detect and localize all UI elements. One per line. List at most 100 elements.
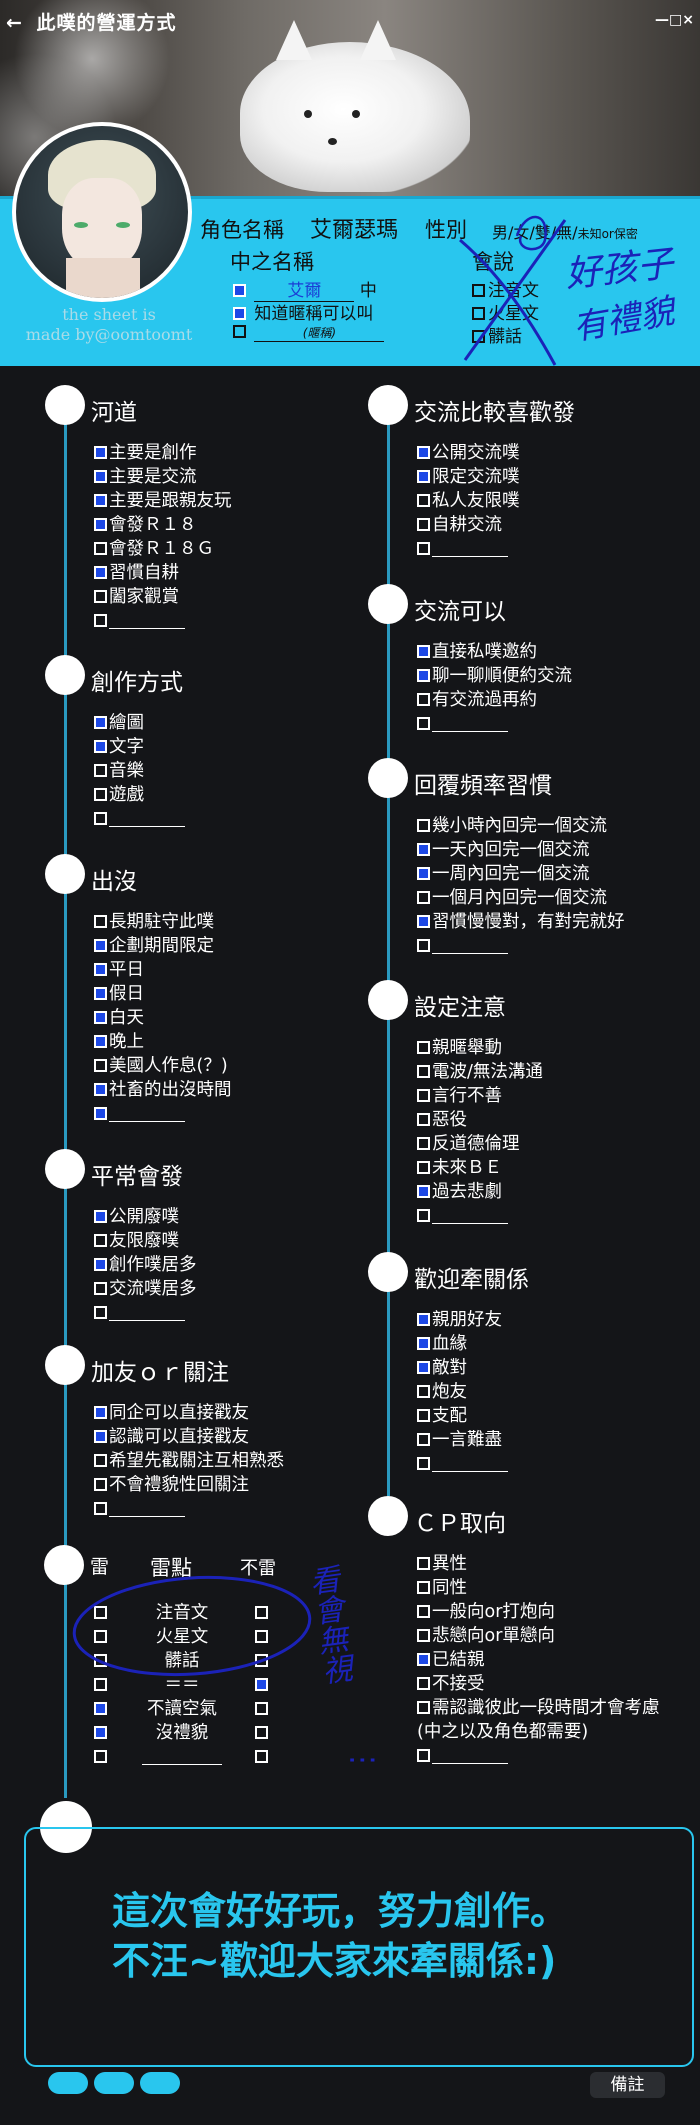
checkbox[interactable] [94, 764, 107, 777]
trigger-not-checkbox[interactable] [255, 1630, 268, 1643]
checkbox[interactable] [417, 867, 430, 880]
checkbox[interactable] [417, 518, 430, 531]
checkbox[interactable] [417, 1433, 430, 1446]
blank-input[interactable] [432, 940, 508, 954]
checkbox[interactable] [417, 470, 430, 483]
checkbox[interactable] [417, 1065, 430, 1078]
trigger-mine-checkbox[interactable] [94, 1630, 107, 1643]
checkbox[interactable] [417, 1209, 430, 1222]
trigger-not-checkbox[interactable] [255, 1702, 268, 1715]
checkbox[interactable] [94, 915, 107, 928]
blank-input[interactable] [109, 1307, 185, 1321]
checkbox[interactable] [94, 1430, 107, 1443]
checkbox[interactable] [94, 566, 107, 579]
checkbox[interactable] [417, 1409, 430, 1422]
checkbox[interactable] [417, 915, 430, 928]
checkbox[interactable] [94, 494, 107, 507]
trigger-not-checkbox[interactable] [255, 1606, 268, 1619]
checkbox[interactable] [417, 1653, 430, 1666]
checkbox[interactable] [417, 939, 430, 952]
trigger-mine-checkbox[interactable] [94, 1678, 107, 1691]
checkbox[interactable] [94, 1454, 107, 1467]
checkbox[interactable] [94, 740, 107, 753]
checkbox[interactable] [94, 1406, 107, 1419]
blank-input[interactable] [109, 1503, 185, 1517]
checkbox[interactable] [417, 717, 430, 730]
checkbox[interactable] [94, 812, 107, 825]
blank-input[interactable] [109, 813, 185, 827]
trigger-not-checkbox[interactable] [255, 1654, 268, 1667]
checkbox[interactable] [417, 1605, 430, 1618]
trigger-blank-input[interactable] [142, 1751, 222, 1765]
checkbox[interactable] [94, 470, 107, 483]
checkbox[interactable] [94, 1478, 107, 1491]
checkbox[interactable] [417, 1113, 430, 1126]
blank-input[interactable] [432, 718, 508, 732]
checkbox[interactable] [417, 1089, 430, 1102]
trigger-mine-checkbox[interactable] [94, 1702, 107, 1715]
checkbox[interactable] [94, 1502, 107, 1515]
checkbox[interactable] [94, 1258, 107, 1271]
trigger-not-checkbox[interactable] [255, 1726, 268, 1739]
checkbox[interactable] [94, 518, 107, 531]
checkbox[interactable] [94, 1107, 107, 1120]
nickname-checkbox[interactable] [233, 307, 246, 320]
checkbox[interactable] [417, 1137, 430, 1150]
checkbox[interactable] [417, 1161, 430, 1174]
note-button[interactable]: 備註 [590, 2072, 665, 2098]
checkbox[interactable] [94, 1210, 107, 1223]
blank-input[interactable] [432, 1750, 508, 1764]
checkbox[interactable] [94, 1011, 107, 1024]
window-controls[interactable]: —□× [655, 12, 694, 28]
checkbox[interactable] [417, 1701, 430, 1714]
checkbox[interactable] [417, 1629, 430, 1642]
footer-pill-3[interactable] [140, 2072, 180, 2094]
footer-pill-1[interactable] [48, 2072, 88, 2094]
checkbox[interactable] [417, 1385, 430, 1398]
mid-name-checkbox[interactable] [233, 284, 246, 297]
checkbox[interactable] [417, 1313, 430, 1326]
checkbox[interactable] [94, 963, 107, 976]
checkbox[interactable] [94, 987, 107, 1000]
blank-input[interactable] [432, 543, 508, 557]
checkbox[interactable] [417, 1581, 430, 1594]
checkbox[interactable] [94, 1282, 107, 1295]
blank-input[interactable] [109, 1108, 185, 1122]
checkbox[interactable] [94, 1059, 107, 1072]
checkbox[interactable] [417, 891, 430, 904]
trigger-not-checkbox[interactable] [255, 1750, 268, 1763]
checkbox[interactable] [417, 446, 430, 459]
blank-input[interactable] [432, 1210, 508, 1224]
back-arrow-icon[interactable]: ← [6, 12, 23, 34]
trigger-not-checkbox[interactable] [255, 1678, 268, 1691]
checkbox[interactable] [417, 1457, 430, 1470]
checkbox[interactable] [94, 1083, 107, 1096]
checkbox[interactable] [94, 788, 107, 801]
footer-pill-2[interactable] [94, 2072, 134, 2094]
checkbox[interactable] [94, 716, 107, 729]
checkbox[interactable] [94, 590, 107, 603]
checkbox[interactable] [94, 1035, 107, 1048]
checkbox[interactable] [417, 1749, 430, 1762]
checkbox[interactable] [417, 1677, 430, 1690]
checkbox[interactable] [94, 542, 107, 555]
checkbox[interactable] [417, 843, 430, 856]
checkbox[interactable] [417, 1361, 430, 1374]
checkbox[interactable] [417, 1185, 430, 1198]
trigger-mine-checkbox[interactable] [94, 1606, 107, 1619]
checkbox[interactable] [94, 1306, 107, 1319]
checkbox[interactable] [417, 542, 430, 555]
checkbox[interactable] [94, 446, 107, 459]
checkbox[interactable] [94, 1234, 107, 1247]
checkbox[interactable] [417, 669, 430, 682]
checkbox[interactable] [417, 819, 430, 832]
checkbox[interactable] [94, 939, 107, 952]
blank-input[interactable] [432, 1458, 508, 1472]
checkbox[interactable] [417, 1337, 430, 1350]
checkbox[interactable] [417, 1557, 430, 1570]
trigger-mine-checkbox[interactable] [94, 1726, 107, 1739]
blank-input[interactable] [109, 615, 185, 629]
checkbox[interactable] [417, 645, 430, 658]
checkbox[interactable] [417, 1041, 430, 1054]
checkbox[interactable] [417, 693, 430, 706]
